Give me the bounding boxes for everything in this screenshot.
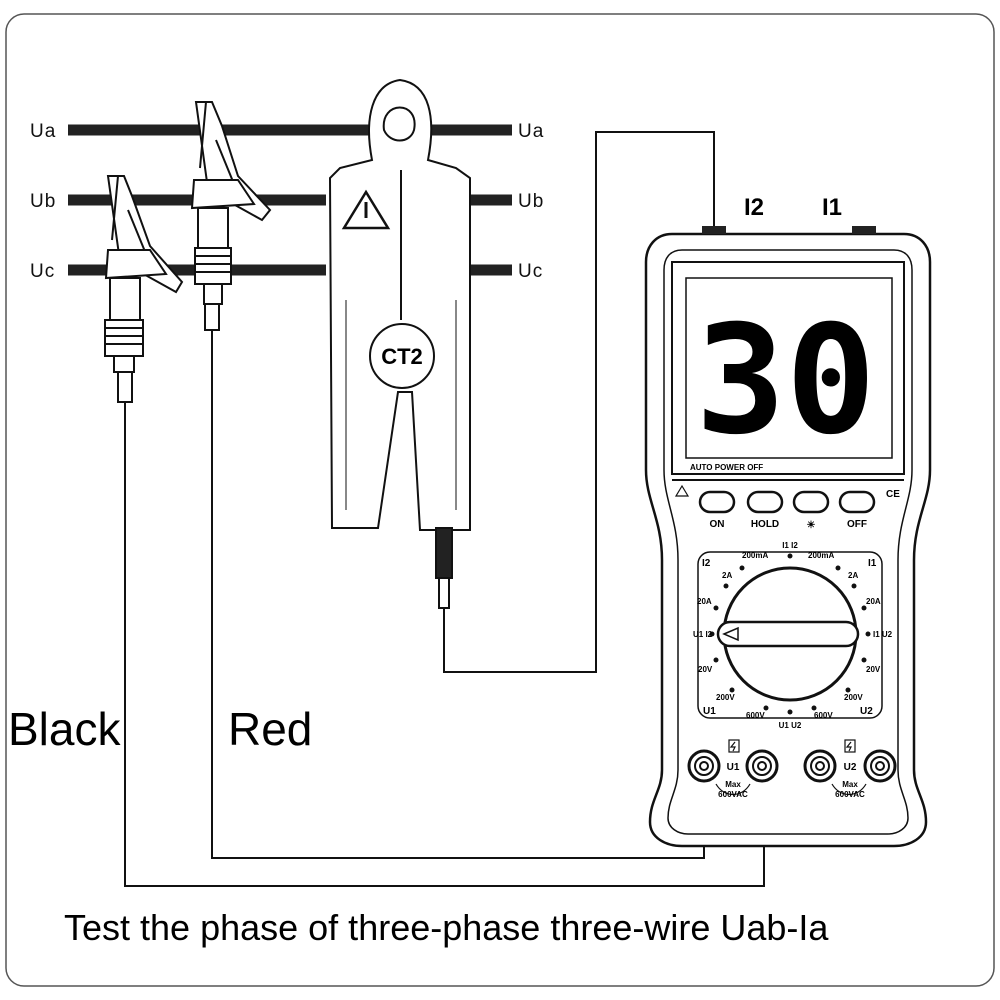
lcd-screen — [685, 277, 893, 459]
dial-left-top-label: I2 — [702, 558, 711, 569]
on-button[interactable] — [698, 490, 736, 514]
black-probe-label: Black — [8, 703, 121, 755]
auto-power-off-label: AUTO POWER OFF — [690, 463, 763, 472]
warning-icon-small — [674, 484, 690, 497]
hold-button-label: HOLD — [751, 519, 779, 530]
phase-label-uc-left: Uc — [30, 261, 55, 282]
dial-left-600v: 600V — [746, 711, 765, 720]
hold-button[interactable] — [746, 490, 784, 514]
phase-label-ua-left: Ua — [30, 121, 56, 142]
dial-left-20v: 20V — [698, 665, 713, 674]
red-alligator-clip — [190, 101, 272, 331]
phase-label-ub-right: Ub — [518, 191, 544, 212]
input-jacks — [687, 749, 897, 783]
ce-mark: CE — [886, 489, 900, 500]
phase-label-ub-left: Ub — [30, 191, 56, 212]
input-u1-max: Max — [725, 780, 741, 789]
backlight-button-label: ☀ — [807, 520, 816, 531]
dial-right-600v: 600V — [814, 711, 833, 720]
dial-position-dots — [709, 553, 871, 715]
dial-right-20v: 20V — [866, 665, 881, 674]
input-u2-max: Max — [842, 780, 858, 789]
dial-right-range-2a: 2A — [848, 571, 858, 580]
dial-top-label: I1 I2 — [782, 541, 798, 550]
hazard-icon-u1 — [728, 739, 740, 753]
dial-right-range-200ma: 200mA — [808, 551, 834, 560]
ct2-badge — [369, 323, 435, 389]
on-button-label: ON — [710, 519, 725, 530]
dial-left-200v: 200V — [716, 693, 735, 702]
input-u1-rating: 600VAC — [718, 790, 748, 799]
top-port-i2 — [702, 226, 726, 234]
black-alligator-clip — [104, 175, 184, 403]
input-u2-label: U2 — [844, 762, 857, 773]
clamp-lead-wire — [443, 131, 715, 673]
clamp-meter — [644, 226, 932, 848]
current-clamp-ct2 — [328, 78, 471, 609]
dial-left-mid-label: U1 I2 — [693, 630, 713, 639]
backlight-button[interactable] — [792, 490, 830, 514]
off-button[interactable] — [838, 490, 876, 514]
clamp-label: CT2 — [381, 344, 423, 369]
lcd-reading: 30 — [695, 294, 876, 468]
port-label-i2: I2 — [744, 194, 764, 221]
dial-bottom-left-label: U1 — [703, 706, 716, 717]
phase-label-uc-right: Uc — [518, 261, 543, 282]
diagram-caption: Test the phase of three-phase three-wire… — [64, 907, 829, 948]
port-label-i1: I1 — [822, 194, 842, 221]
dial-right-top-label: I1 — [868, 558, 877, 569]
dial-left-range-2a: 2A — [722, 571, 732, 580]
hazard-icon-u2 — [844, 739, 856, 753]
dial-right-200v: 200V — [844, 693, 863, 702]
dial-bottom-right-label: U2 — [860, 706, 873, 717]
phase-label-ua-right: Ua — [518, 121, 544, 142]
dial-pointer — [716, 620, 860, 648]
input-u1-label: U1 — [727, 762, 740, 773]
dial-bottom-mid-label: U1 U2 — [779, 721, 802, 730]
top-port-i1 — [852, 226, 876, 234]
input-u2-rating: 600VAC — [835, 790, 865, 799]
off-button-label: OFF — [847, 519, 867, 530]
red-probe-label: Red — [228, 703, 312, 755]
dial-left-range-20a: 20A — [697, 597, 712, 606]
dial-left-range-200ma: 200mA — [742, 551, 768, 560]
dial-right-mid-label: I1 U2 — [873, 630, 893, 639]
dial-right-range-20a: 20A — [866, 597, 881, 606]
